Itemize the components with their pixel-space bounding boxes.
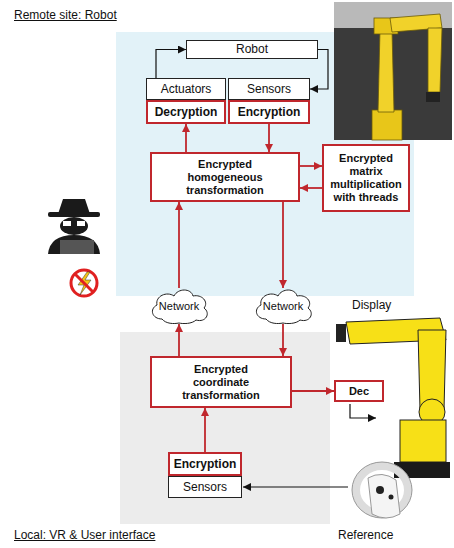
node-label: Encrypted coordinate transformation (178, 363, 264, 402)
crypto-box: Dec (334, 380, 384, 402)
node-label: Encrypted matrix multiplication with thr… (326, 152, 406, 204)
vr-controller (352, 462, 412, 518)
node-label: Actuators (161, 83, 212, 96)
network-cloud: Network (252, 288, 314, 324)
crypto-box: Encrypted coordinate transformation (150, 356, 292, 408)
flow-arrow (292, 390, 334, 392)
crypto-box: Encryption (168, 452, 242, 476)
flow-arrow (300, 187, 322, 189)
site-heading: Remote site: Robot (14, 8, 117, 22)
site-region: Local: VR & User interface Encrypted coor… (10, 332, 330, 546)
node-label: Encryption (174, 458, 237, 471)
crypto-box: Encryption (228, 100, 310, 124)
node-label: Sensors (247, 83, 291, 96)
process-box: Actuators (146, 78, 226, 100)
network-cloud: Network (148, 288, 210, 324)
crypto-box: Decryption (146, 100, 226, 124)
node-label: Network (159, 300, 199, 313)
no-attack-symbol (71, 270, 97, 296)
site-region: Remote site: RobotRobotActuators SensorsD… (10, 4, 414, 296)
node-label: Dec (349, 385, 369, 398)
node-label: Sensors (183, 481, 227, 494)
figure-label: Display (352, 298, 391, 312)
crypto-box: Encrypted matrix multiplication with thr… (322, 144, 410, 212)
flow-arrow (185, 124, 187, 152)
flow-arrow (282, 324, 284, 356)
node-label: Robot (236, 43, 268, 56)
flow-arrow (282, 202, 284, 288)
site-heading: Local: VR & User interface (14, 528, 155, 542)
process-box: Sensors (228, 78, 310, 100)
reference-arrow (243, 486, 348, 487)
node-label: Decryption (155, 106, 218, 119)
process-box: Sensors (168, 476, 242, 498)
node-label: Encryption (238, 106, 301, 119)
figure-label: Reference (338, 528, 393, 542)
flow-arrow (178, 202, 180, 288)
node-label: Encrypted homogeneous transformation (182, 158, 268, 197)
output-arrow (350, 404, 376, 418)
flow-arrow (300, 165, 322, 167)
crypto-box: Encrypted homogeneous transformation (150, 152, 300, 202)
process-box: Robot (186, 40, 318, 59)
local-site-shading (120, 332, 330, 524)
flow-arrow (268, 124, 270, 152)
flow-arrow (204, 408, 206, 452)
node-label: Network (263, 300, 303, 313)
hacker-icon (48, 199, 100, 254)
robot-photo (334, 2, 452, 140)
flow-arrow (178, 324, 180, 356)
flow-arrow (156, 50, 186, 79)
